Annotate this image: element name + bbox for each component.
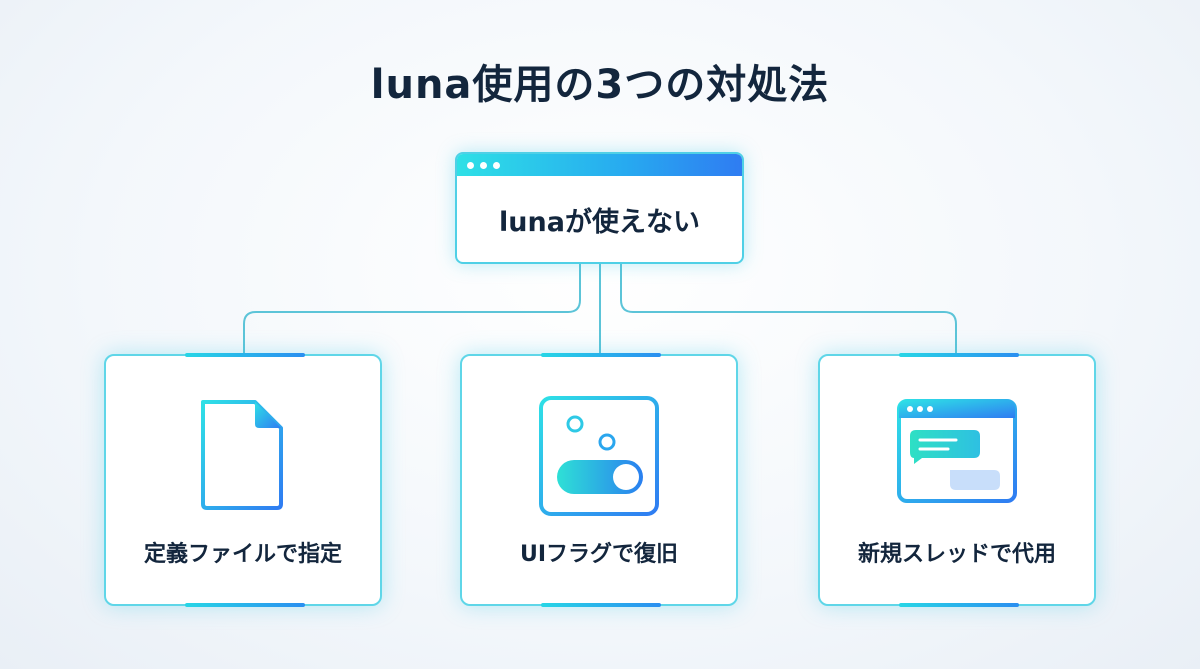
diagram-title: luna使用の3つの対処法 <box>370 62 830 108</box>
chat-window-icon <box>897 399 1017 503</box>
branch-card-ui-flag: UIフラグで復旧 <box>460 353 738 607</box>
branch-card-definition-file: 定義ファイルで指定 <box>104 353 382 607</box>
root-node: lunaが使えない <box>455 152 744 264</box>
branch-label: 新規スレッドで代用 <box>857 542 1056 567</box>
document-icon <box>201 400 283 510</box>
connector-right <box>620 264 957 354</box>
toggle-settings-icon <box>539 396 659 516</box>
branch-card-new-thread: 新規スレッドで代用 <box>818 353 1096 607</box>
branch-label: 定義ファイルで指定 <box>143 542 342 567</box>
connector-left <box>243 264 581 354</box>
window-icon <box>457 154 742 176</box>
root-label: lunaが使えない <box>499 206 700 238</box>
branch-label: UIフラグで復旧 <box>519 542 679 567</box>
